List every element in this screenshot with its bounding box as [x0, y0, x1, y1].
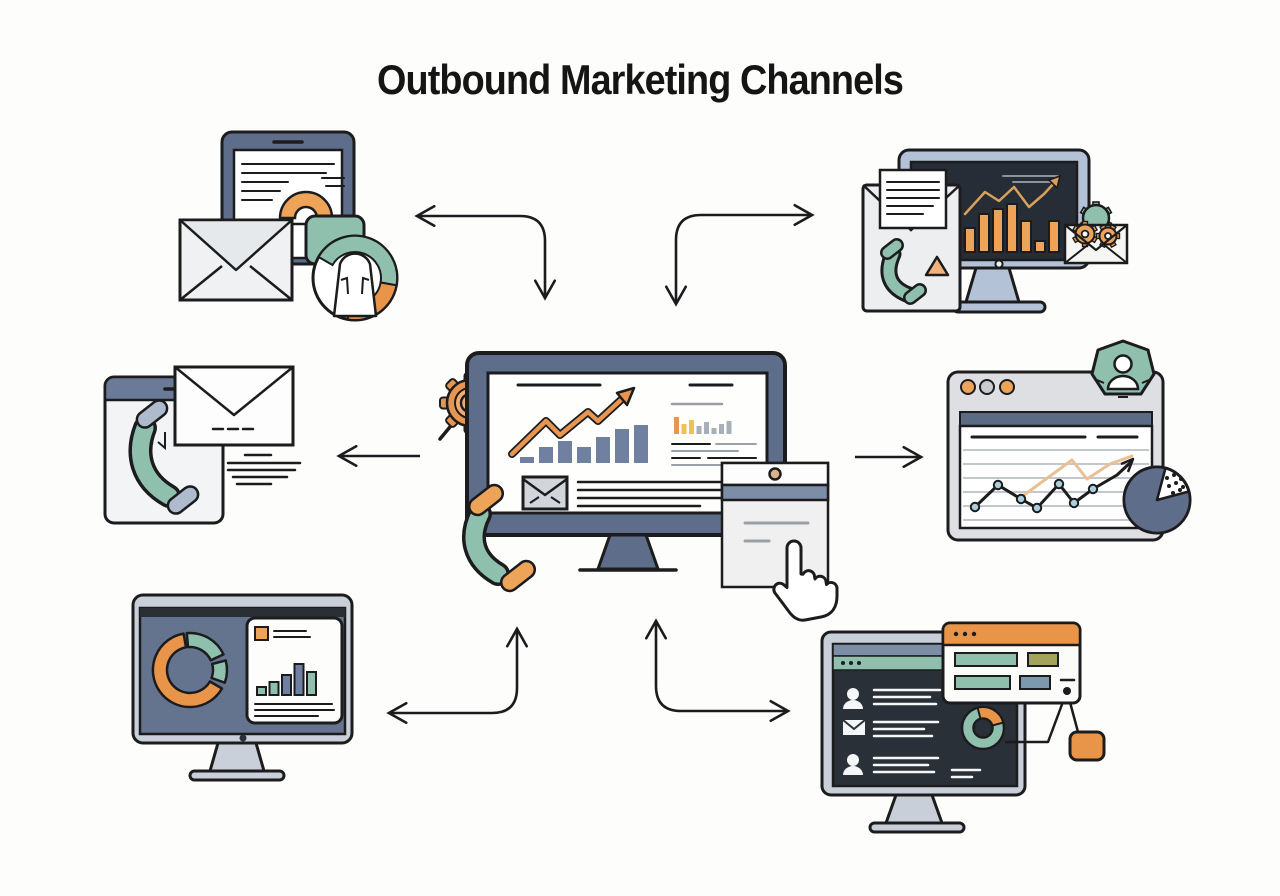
browser-window-icon — [946, 370, 1165, 542]
donut-chart-icon — [960, 705, 1006, 751]
monitor-icon — [465, 351, 787, 572]
envelope-icon — [521, 475, 569, 511]
arrow-bottom-left — [386, 626, 529, 725]
text-lines-icon — [226, 453, 302, 486]
illustration-crm-dashboard — [820, 621, 1106, 834]
illustration-reporting-monitor — [131, 593, 354, 782]
arrow-top-left — [414, 204, 557, 301]
gears-envelope-icon — [1063, 201, 1129, 265]
form-panel-icon — [720, 461, 839, 622]
flow-connector-line — [1005, 689, 1080, 744]
form-card-icon — [941, 621, 1082, 705]
illustration-central-dashboard — [438, 351, 839, 622]
illustration-email-campaign — [178, 130, 399, 322]
pie-chart-icon — [1122, 465, 1192, 535]
gauge-arch-icon — [278, 190, 334, 220]
triangle-icon — [924, 255, 950, 277]
mini-bar-chart-icon — [670, 402, 732, 434]
arrow-top-right — [664, 203, 815, 307]
report-card-icon — [245, 616, 344, 725]
envelope-icon — [173, 365, 295, 447]
hand-cursor-icon — [772, 539, 839, 622]
flow-node-icon — [1068, 730, 1106, 762]
bar-chart-icon — [520, 425, 648, 463]
growth-arrow-icon — [508, 386, 636, 458]
contact-list-icon — [842, 688, 982, 779]
bar-chart-icon — [256, 663, 317, 696]
page-title: Outbound Marketing Channels — [377, 56, 904, 103]
illustration-web-analytics — [946, 339, 1192, 542]
user-badge-icon — [1090, 339, 1156, 398]
bar-chart-icon — [964, 203, 1060, 253]
phone-handset-icon — [880, 238, 927, 305]
growth-line-icon — [963, 174, 1062, 216]
document-envelope-icon — [861, 168, 962, 313]
arrow-bottom-right — [644, 618, 791, 723]
text-lines-icon — [671, 443, 757, 466]
illustration-performance-monitor — [861, 148, 1129, 314]
illustration-cold-calling — [103, 365, 302, 525]
donut-chart-icon — [151, 631, 229, 709]
paragraph-lines-icon — [576, 480, 742, 508]
envelope-icon — [178, 218, 294, 302]
line-chart-icon — [969, 454, 1135, 514]
phone-handset-icon — [462, 483, 537, 593]
phone-handset-icon — [128, 399, 200, 515]
pointer-mark-icon — [157, 432, 166, 451]
headset-ring-icon — [311, 234, 399, 322]
